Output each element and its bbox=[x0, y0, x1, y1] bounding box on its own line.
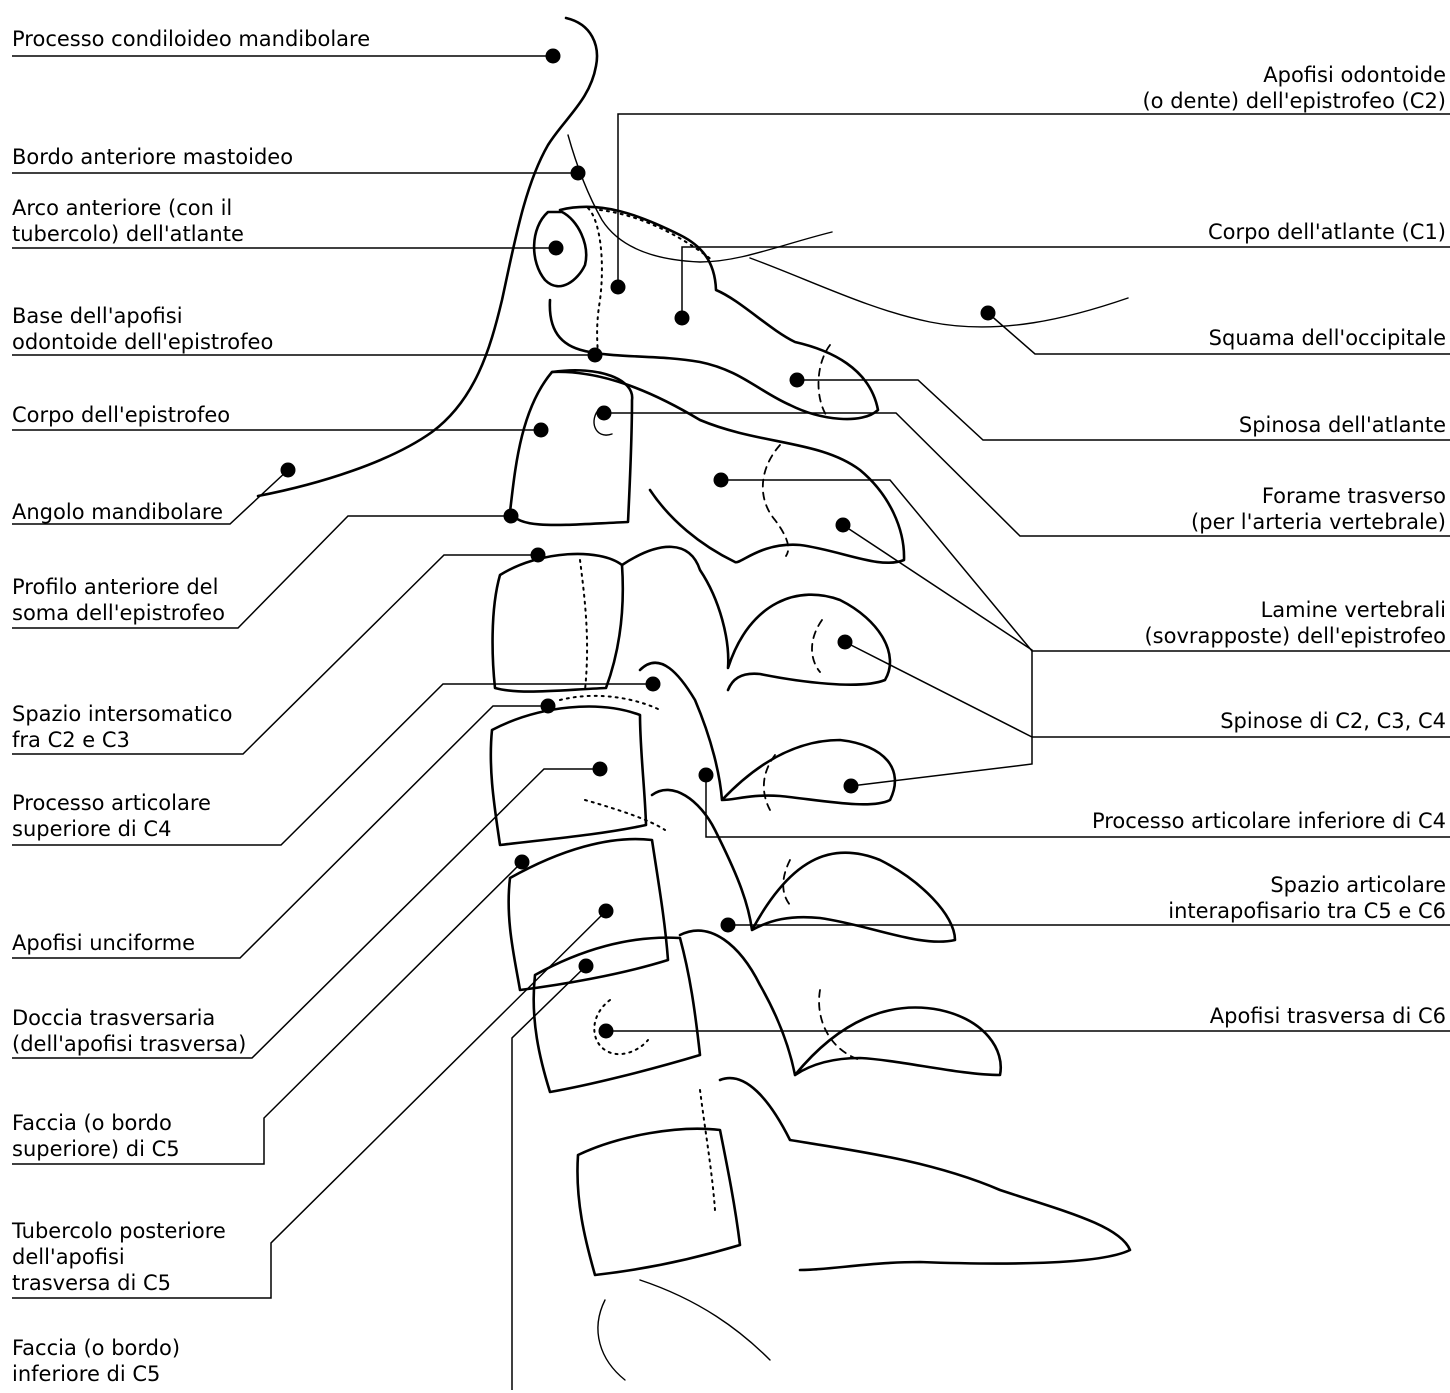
label-apofisi-odontoide: Apofisi odontoide (o dente) dell'epistro… bbox=[1142, 62, 1446, 114]
dot-spinosa-c2 bbox=[836, 518, 851, 533]
leader-corpo-atlante bbox=[682, 247, 1450, 318]
odontoid-dotted bbox=[588, 208, 602, 360]
dot-tubercolo-posteriore bbox=[599, 904, 614, 919]
label-apofisi-unciforme: Apofisi unciforme bbox=[12, 930, 195, 956]
dot-spinosa-c4 bbox=[844, 779, 859, 794]
dot-forame-trasverso bbox=[597, 406, 612, 421]
c7-dotted bbox=[700, 1090, 715, 1210]
c3-dash bbox=[812, 620, 822, 672]
leader-faccia-inferiore bbox=[512, 966, 586, 1390]
c3-body bbox=[493, 554, 623, 692]
label-spazio-intersomatico: Spazio intersomatico fra C2 e C3 bbox=[12, 701, 232, 753]
c6-body bbox=[534, 938, 700, 1092]
dot-spazio-articolare bbox=[721, 918, 736, 933]
label-faccia-inferiore-c5: Faccia (o bordo) inferiore di C5 bbox=[12, 1335, 180, 1387]
dot-squama bbox=[981, 306, 996, 321]
dot-corpo-epistrofeo bbox=[534, 423, 549, 438]
dot-apofisi-trasversa-c6 bbox=[599, 1024, 614, 1039]
label-processo-articolare-sup: Processo articolare superiore di C4 bbox=[12, 790, 211, 842]
label-arco-anteriore: Arco anteriore (con il tubercolo) dell'a… bbox=[12, 195, 244, 247]
dot-base-apofisi bbox=[588, 348, 603, 363]
axis-arch bbox=[552, 372, 904, 563]
c7-body bbox=[577, 1129, 740, 1275]
label-tubercolo-posteriore: Tubercolo posteriore dell'apofisi trasve… bbox=[12, 1218, 226, 1296]
c3-arch bbox=[622, 547, 890, 690]
c7-arch bbox=[720, 1078, 1130, 1270]
dot-processo-articolare-inf bbox=[699, 768, 714, 783]
c6-arch bbox=[680, 931, 1001, 1075]
c5-dotted bbox=[585, 800, 665, 830]
dot-spinosa-atlante bbox=[790, 373, 805, 388]
axis-body bbox=[510, 370, 632, 525]
spine-lower-outline bbox=[598, 1300, 625, 1380]
dot-processo-articolare-sup bbox=[646, 677, 661, 692]
dot-processo-condiloideo bbox=[546, 49, 561, 64]
dot-spazio-intersomatico bbox=[531, 548, 546, 563]
dot-angolo-mandibolare bbox=[281, 463, 296, 478]
label-lamine-vertebrali: Lamine vertebrali (sovrapposte) dell'epi… bbox=[1144, 597, 1446, 649]
label-corpo-atlante: Corpo dell'atlante (C1) bbox=[1208, 219, 1446, 245]
label-apofisi-trasversa-c6: Apofisi trasversa di C6 bbox=[1210, 1003, 1446, 1029]
dot-doccia-trasversaria bbox=[593, 762, 608, 777]
posterior-outline bbox=[640, 1280, 770, 1360]
mastoid-border bbox=[568, 135, 832, 262]
dot-lamine bbox=[714, 473, 729, 488]
label-doccia-trasversaria: Doccia trasversaria (dell'apofisi trasve… bbox=[12, 1005, 246, 1057]
c4-body bbox=[491, 707, 646, 845]
occipital-squama bbox=[750, 258, 1128, 327]
dot-apofisi-odontoide bbox=[611, 280, 626, 295]
label-profilo-anteriore: Profilo anteriore del soma dell'epistrof… bbox=[12, 574, 225, 626]
label-spinose-c2-c4: Spinose di C2, C3, C4 bbox=[1220, 708, 1446, 734]
leader-spinose-c4 bbox=[851, 737, 1032, 786]
c3-dotted bbox=[580, 560, 587, 690]
dot-arco-anteriore bbox=[549, 241, 564, 256]
dot-faccia-inferiore bbox=[579, 959, 594, 974]
leader-apofisi-odontoide bbox=[618, 114, 1450, 287]
dot-corpo-atlante bbox=[675, 311, 690, 326]
odontoid-dotted-2 bbox=[600, 210, 712, 260]
label-faccia-superiore-c5: Faccia (o bordo superiore) di C5 bbox=[12, 1110, 180, 1162]
label-corpo-epistrofeo: Corpo dell'epistrofeo bbox=[12, 402, 230, 428]
label-base-apofisi: Base dell'apofisi odontoide dell'epistro… bbox=[12, 303, 273, 355]
dot-profilo-anteriore bbox=[504, 509, 519, 524]
atlas-spinous-dash bbox=[818, 345, 830, 418]
mandible-outline bbox=[258, 18, 597, 496]
spine-drawing bbox=[258, 18, 1130, 1380]
axis-lamina-dash bbox=[763, 445, 788, 556]
label-forame-trasverso: Forame trasverso (per l'arteria vertebra… bbox=[1191, 483, 1446, 535]
label-processo-articolare-inf: Processo articolare inferiore di C4 bbox=[1092, 808, 1446, 834]
label-spinosa-atlante: Spinosa dell'atlante bbox=[1239, 412, 1446, 438]
marker-dots bbox=[281, 49, 996, 1039]
dot-spinosa-c3 bbox=[838, 635, 853, 650]
label-squama-occipitale: Squama dell'occipitale bbox=[1209, 325, 1446, 351]
dot-bordo-mastoideo bbox=[571, 166, 586, 181]
label-processo-condiloideo: Processo condiloideo mandibolare bbox=[12, 26, 370, 52]
c5-arch bbox=[652, 790, 955, 942]
dot-faccia-superiore bbox=[515, 855, 530, 870]
label-spazio-articolare: Spazio articolare interapofisario tra C5… bbox=[1168, 872, 1446, 924]
label-bordo-mastoideo: Bordo anteriore mastoideo bbox=[12, 144, 293, 170]
label-angolo-mandibolare: Angolo mandibolare bbox=[12, 499, 223, 525]
atlas-body bbox=[550, 207, 878, 419]
dot-apofisi-unciforme bbox=[541, 699, 556, 714]
leader-spinose-c2 bbox=[843, 525, 1032, 737]
